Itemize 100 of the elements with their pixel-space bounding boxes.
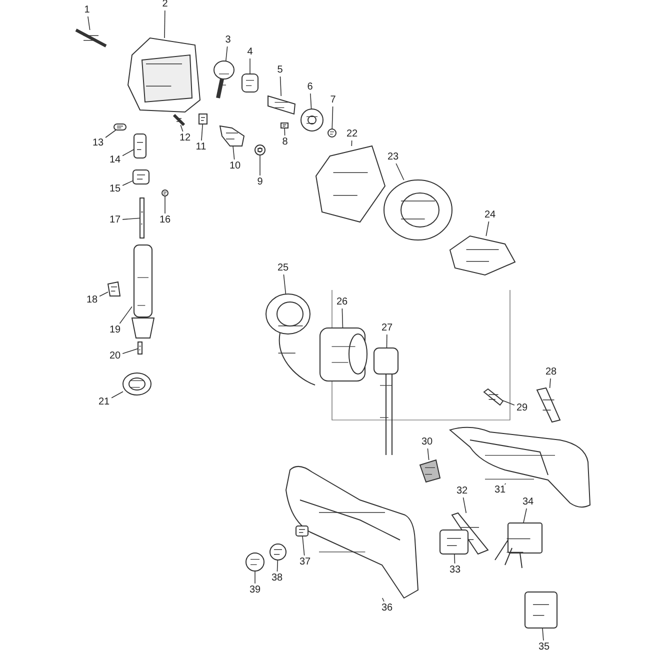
- leader-line: [523, 508, 527, 524]
- leader-line: [276, 560, 278, 572]
- callout-number: 23: [386, 152, 400, 162]
- leader-line: [122, 218, 140, 220]
- callout-number: 4: [246, 46, 254, 58]
- leader-line: [310, 93, 312, 110]
- callout-number: 19: [108, 324, 122, 336]
- bearing-drawing: [242, 74, 258, 92]
- leader-line: [302, 536, 305, 556]
- callout-number: 33: [448, 564, 462, 576]
- leader-line: [284, 128, 286, 136]
- pin-drawing: [172, 114, 186, 126]
- leader-line: [542, 628, 544, 641]
- leader-line: [386, 334, 388, 348]
- armature-drawing: [449, 235, 516, 276]
- callout-number: 5: [276, 64, 284, 76]
- joint-drawing: [134, 134, 146, 158]
- callout-number: 14: [108, 154, 122, 166]
- leader-line: [164, 196, 166, 214]
- leader-line: [201, 124, 204, 141]
- callout-number: 9: [256, 176, 264, 188]
- callout-number: 31: [493, 484, 507, 496]
- callout-number: 29: [515, 402, 529, 414]
- leader-line: [232, 146, 235, 160]
- callout-number: 36: [380, 602, 394, 614]
- callout-number: 16: [158, 214, 172, 226]
- callout-number: 24: [483, 210, 497, 220]
- leader-line: [454, 554, 456, 564]
- screw-drawing: [483, 388, 504, 406]
- ring-drawing: [122, 372, 152, 396]
- cap-drawing: [270, 544, 286, 560]
- callout-number: 18: [85, 294, 99, 306]
- leader-line: [122, 180, 134, 186]
- sensor-ring-drawing: [266, 294, 316, 386]
- callout-number: 39: [248, 584, 262, 596]
- trigger-drawing: [419, 459, 441, 483]
- leader-line: [549, 378, 551, 388]
- leader-line: [119, 306, 132, 324]
- strip-drawing: [536, 387, 561, 423]
- housing-half-drawing: [450, 426, 590, 508]
- sleeve-drawing: [132, 170, 150, 184]
- callout-number: 10: [228, 160, 242, 172]
- leader-line: [283, 274, 286, 294]
- callout-number: 22: [345, 128, 359, 140]
- leader-line: [99, 292, 108, 297]
- leader-line: [462, 497, 467, 514]
- key-drawing: [280, 122, 288, 128]
- callout-number: 37: [298, 556, 312, 568]
- gear-drawing: [300, 108, 324, 132]
- leader-line: [332, 106, 334, 130]
- shaft-drawing: [268, 95, 296, 115]
- magnet-drawing: [320, 328, 368, 382]
- callout-number: 30: [420, 436, 434, 448]
- callout-number: 11: [194, 142, 208, 152]
- leader-line: [164, 10, 166, 38]
- callout-number: 38: [270, 572, 284, 584]
- washer-drawing: [328, 128, 336, 138]
- leader-line: [280, 76, 282, 96]
- callout-number: 26: [335, 296, 349, 308]
- leader-line: [427, 448, 430, 460]
- bolt-drawing: [75, 28, 107, 48]
- callout-number: 8: [281, 136, 289, 148]
- leader-line: [88, 16, 90, 30]
- housing-half-drawing: [286, 466, 418, 598]
- baffle-plate-drawing: [315, 145, 386, 223]
- field-housing-drawing: [384, 180, 452, 240]
- callout-number: 12: [178, 132, 192, 144]
- callout-number: 25: [276, 262, 290, 274]
- washer-drawing: [254, 144, 266, 156]
- callout-number: 7: [329, 94, 337, 106]
- leader-line: [486, 221, 490, 236]
- switch-bar-drawing: [451, 512, 489, 555]
- callout-number: 35: [537, 642, 551, 650]
- leader-line: [180, 124, 184, 132]
- callout-number: 6: [306, 82, 314, 92]
- brush-holder-drawing: [374, 348, 398, 456]
- callout-number: 34: [521, 496, 535, 508]
- callout-number: 3: [224, 34, 232, 46]
- gear-housing-drawing: [127, 37, 201, 112]
- callout-number: 1: [83, 4, 91, 16]
- callout-number: 15: [108, 184, 122, 194]
- leader-line: [342, 308, 344, 328]
- callout-number: 17: [108, 214, 122, 226]
- cap-drawing: [246, 552, 264, 572]
- clip-drawing: [107, 281, 121, 296]
- callout-number: 21: [97, 396, 111, 408]
- leader-line: [351, 140, 352, 146]
- connecting-rod-drawing: [214, 60, 234, 98]
- callout-number: 20: [108, 350, 122, 362]
- leader-line: [111, 391, 124, 398]
- leader-line: [396, 163, 404, 180]
- callout-number: 27: [380, 322, 394, 334]
- leader-line: [122, 348, 138, 354]
- leader-line: [382, 598, 384, 602]
- spiral-gear-drawing: [219, 125, 245, 146]
- ball-drawing: [162, 190, 168, 196]
- controller-drawing: [494, 522, 542, 568]
- leader-line: [122, 148, 134, 156]
- leader-line: [105, 130, 116, 138]
- spindle-drawing: [131, 244, 155, 338]
